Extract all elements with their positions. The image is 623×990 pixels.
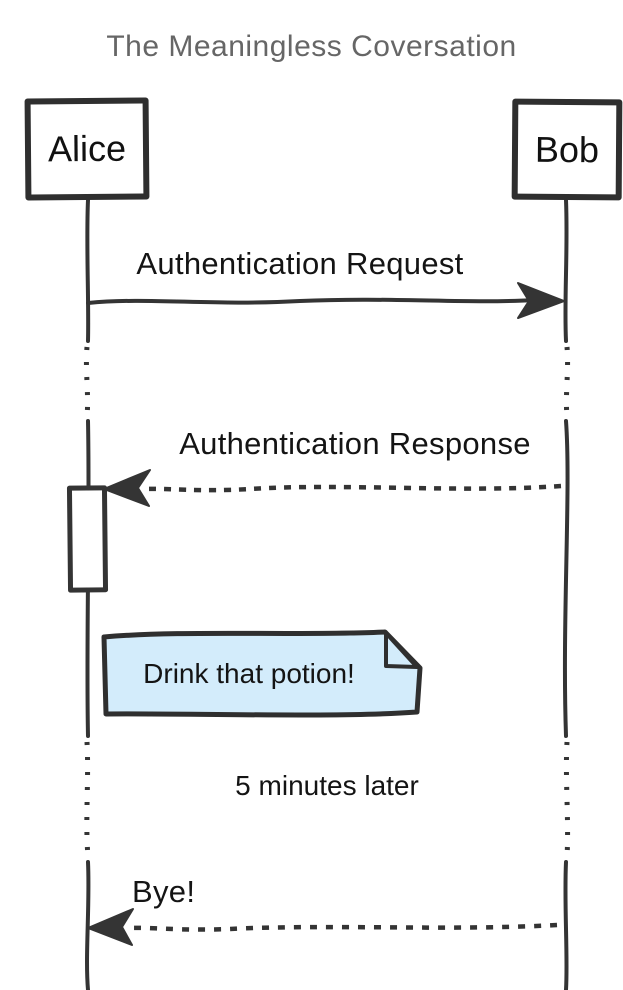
actor-label-bob: Bob xyxy=(534,128,600,170)
lifeline-bob-solid-mid xyxy=(562,419,570,738)
lifeline-bob-dotted-2 xyxy=(563,741,571,858)
note-box xyxy=(101,629,423,718)
note-fold-icon xyxy=(384,631,419,669)
message-2-arrowhead-icon xyxy=(103,469,151,507)
actor-label-alice: Alice xyxy=(47,127,127,170)
note-text: Drink that potion! xyxy=(143,658,355,689)
message-1-arrowhead-icon xyxy=(517,282,565,319)
message-1-label: Authentication Request xyxy=(136,246,464,281)
lifeline-alice-dotted-1 xyxy=(83,346,91,417)
message-2-label: Authentication Response xyxy=(179,426,531,461)
lifeline-bob-dotted-1 xyxy=(563,346,571,417)
diagram-title: The Meaningless Coversation xyxy=(106,30,517,63)
lifeline-bob-solid-bottom xyxy=(563,860,569,990)
message-2-line xyxy=(142,483,562,493)
activation-box-alice xyxy=(66,485,109,593)
delay-text: 5 minutes later xyxy=(235,770,419,801)
actor-box-bob: Bob xyxy=(511,98,623,201)
lifeline-bob-solid-top xyxy=(563,198,569,343)
message-3-arrowhead-icon xyxy=(87,908,134,946)
message-3-label: Bye! xyxy=(132,874,196,909)
lifeline-alice-solid-bottom xyxy=(85,860,91,990)
actor-box-alice: Alice xyxy=(24,97,150,201)
message-3-line xyxy=(126,922,558,932)
lifeline-alice-solid-top xyxy=(85,198,91,343)
message-1-line xyxy=(86,297,536,305)
